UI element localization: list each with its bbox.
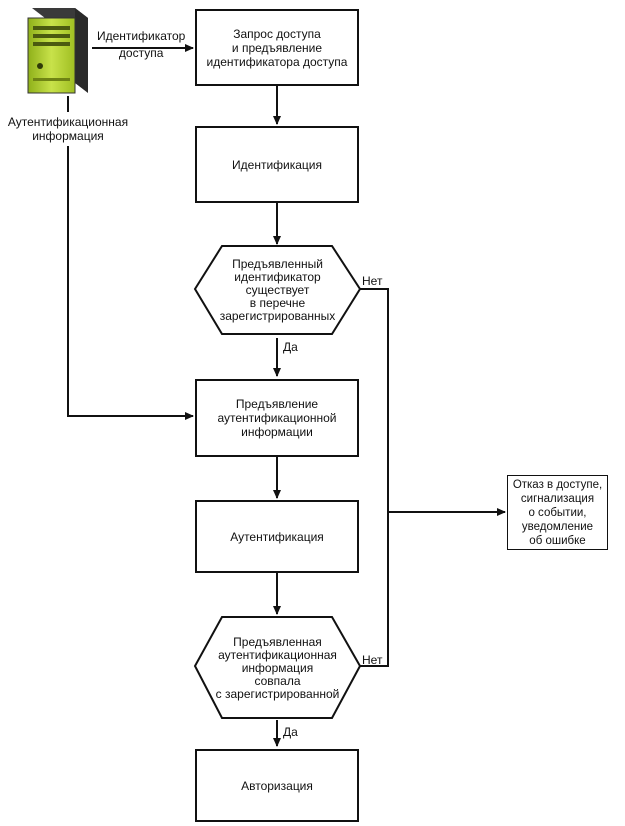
decision-auth-shape [193, 616, 362, 719]
node-authorization: Авторизация [195, 749, 359, 822]
server-icon [27, 8, 88, 94]
node-request-access: Запрос доступа и предъявление идентифика… [195, 9, 359, 86]
yes-label-2: Да [283, 725, 298, 739]
node-present-auth: Предъявление аутентификационной информац… [195, 379, 359, 457]
decision-identifier-shape [193, 245, 362, 335]
node-decision-identifier-label: Предъявленный идентификатор существует в… [219, 256, 336, 323]
node-denial: Отказ в доступе, сигнализация о событии,… [507, 475, 608, 550]
edge-authinfo-to-present-2 [67, 146, 194, 420]
node-decision-auth-label: Предъявленная аутентификационная информа… [215, 634, 340, 701]
no-label-2: Нет [362, 653, 383, 667]
no-label-1: Нет [362, 274, 383, 288]
connectors [67, 44, 506, 747]
identifier-edge-label: Идентификатор доступа [97, 29, 186, 60]
node-authentication: Аутентификация [195, 500, 359, 573]
edge-decision-no [360, 288, 389, 667]
server-auth-info-label: Аутентификационная информация [7, 115, 129, 143]
node-identification: Идентификация [195, 126, 359, 203]
yes-label-1: Да [283, 340, 298, 354]
